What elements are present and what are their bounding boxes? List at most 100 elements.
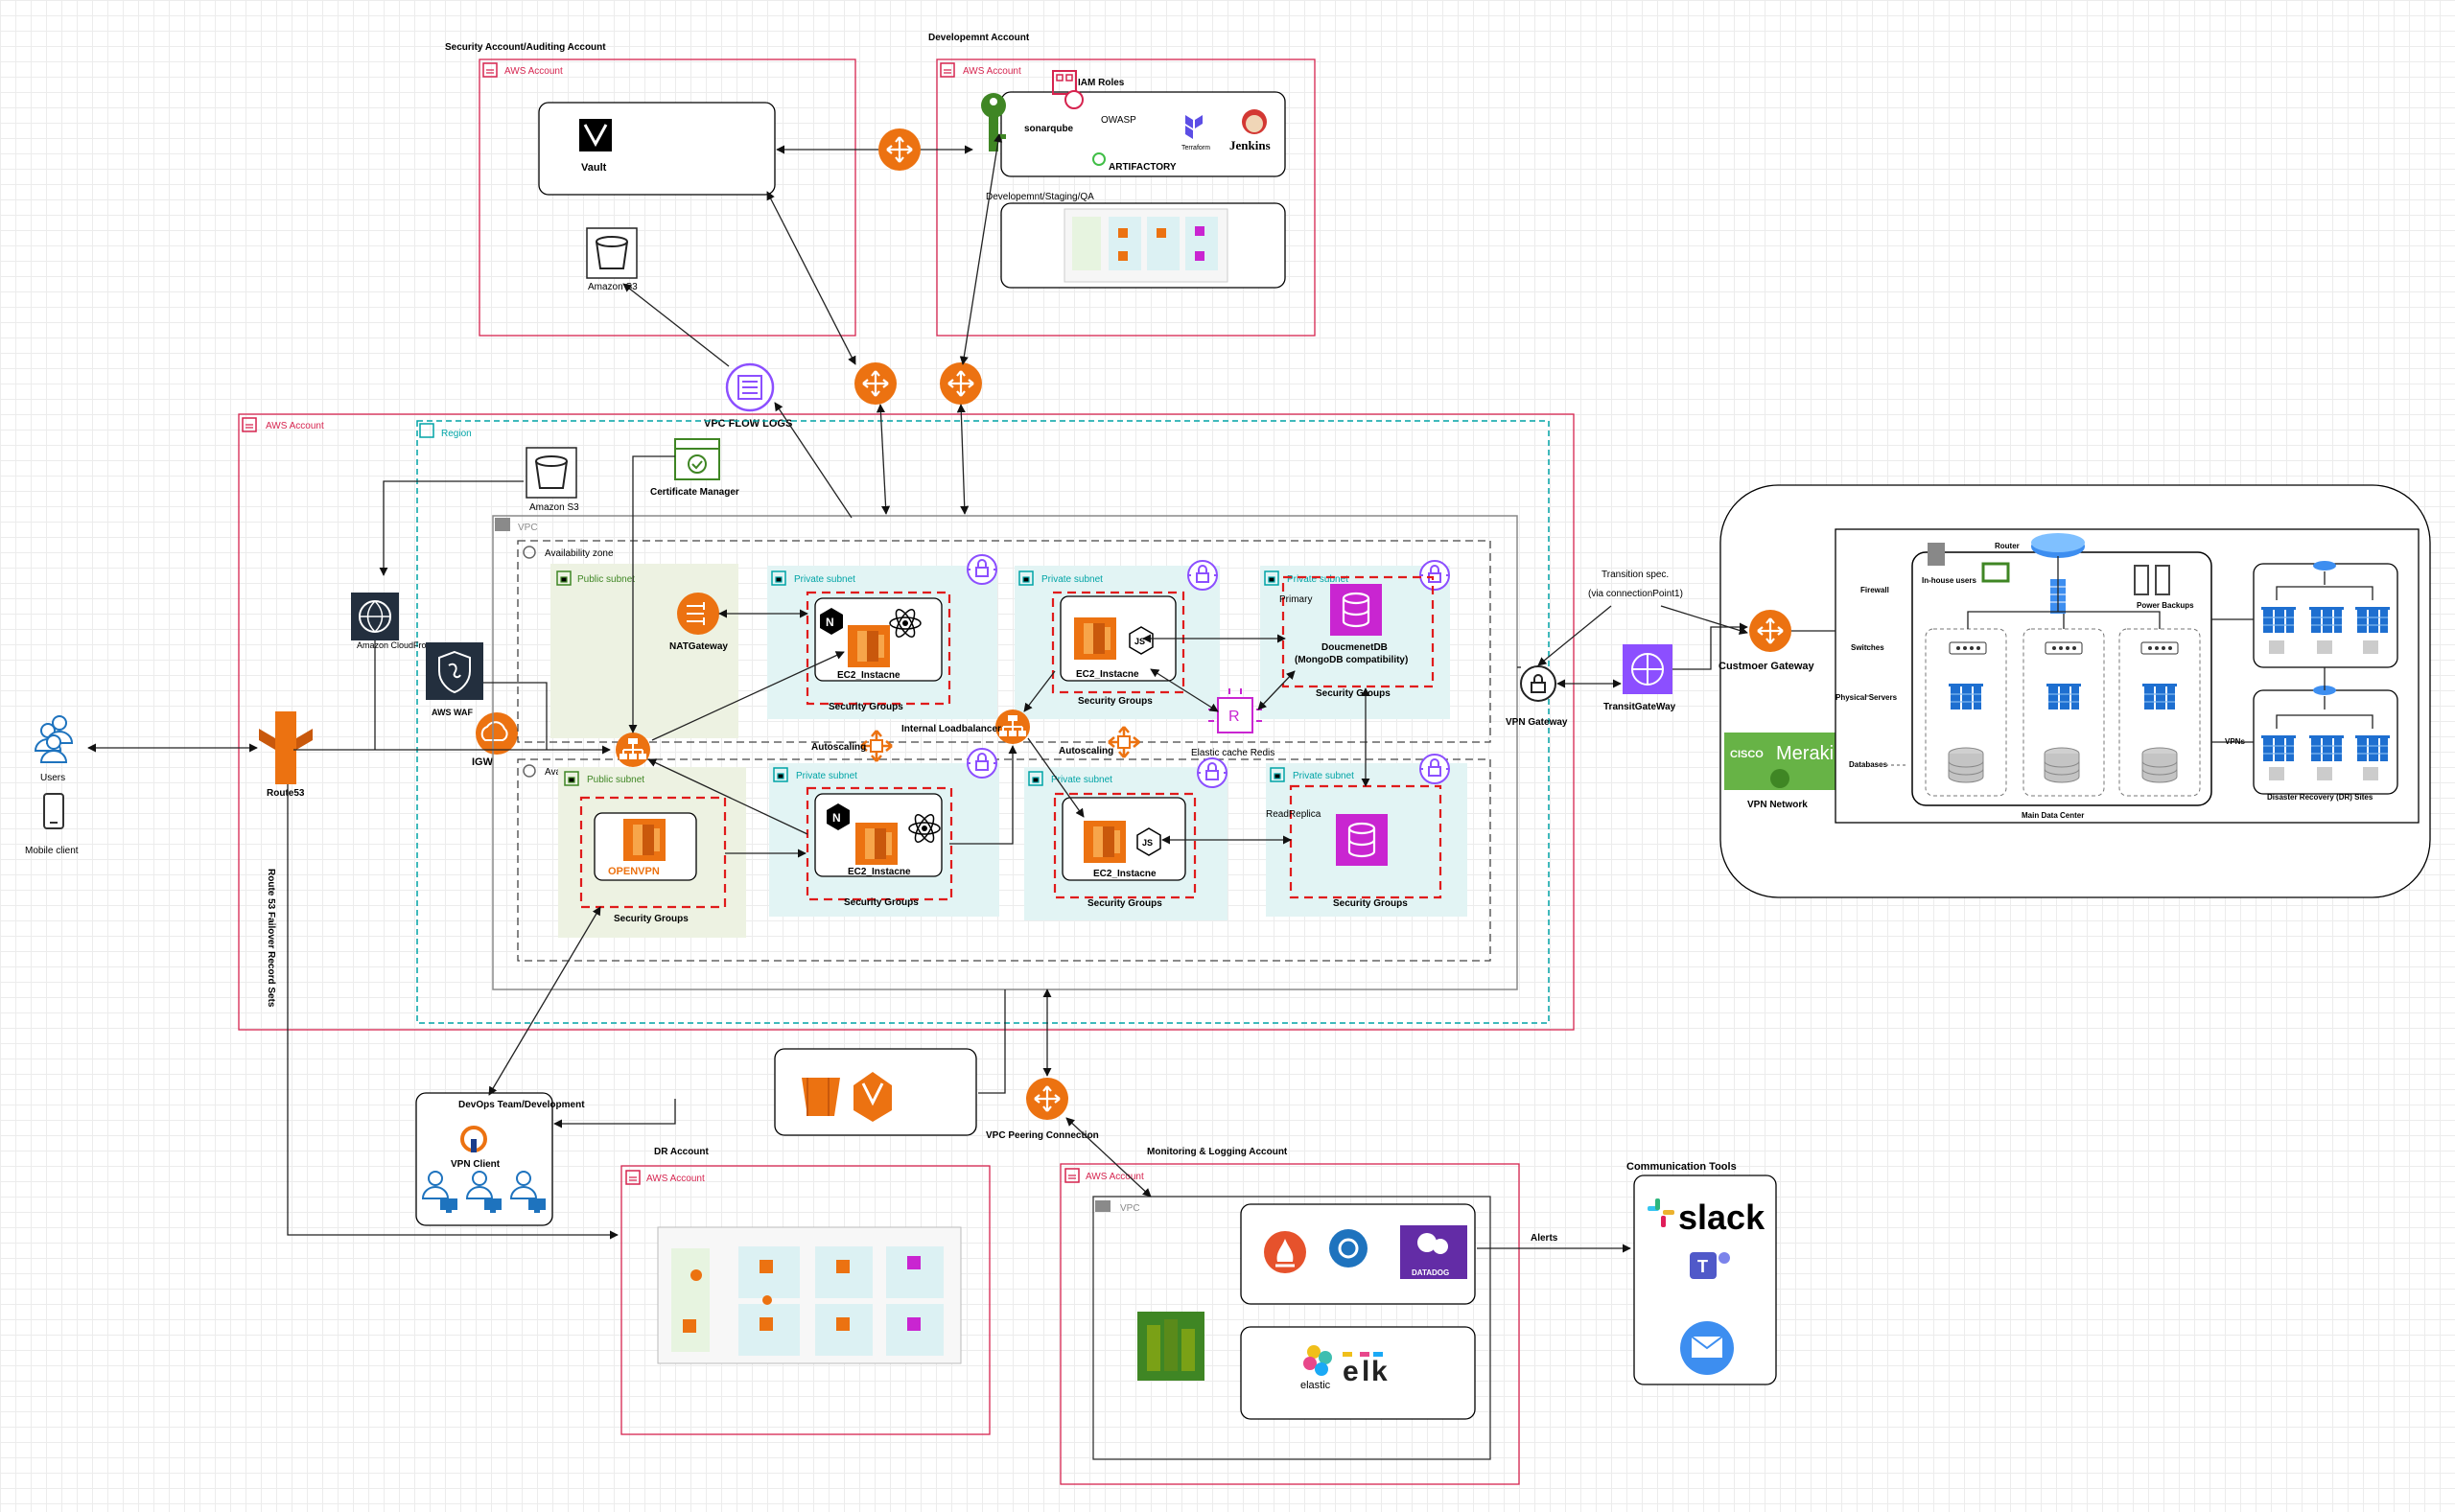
security-aws-account-box: [479, 58, 856, 337]
transit-gateway-label: TransitGateWay: [1603, 702, 1676, 712]
dev-router-icon: [938, 361, 984, 407]
slack-label: slack: [1678, 1198, 1765, 1237]
vpc-peering-icon: [1024, 1076, 1070, 1122]
security-s3-label: Amazon S3: [588, 282, 638, 292]
databases-label: Databases: [1849, 760, 1888, 769]
backup-icon: [802, 1072, 892, 1122]
iam-roles-icon: [1052, 70, 1084, 109]
iam-roles-label: IAM Roles: [1078, 78, 1125, 88]
server-icon: [1948, 683, 1984, 710]
alerts-label: Alerts: [1531, 1233, 1558, 1244]
region-flag-icon: [419, 423, 434, 438]
nat-gateway-label: NATGateway: [669, 641, 728, 652]
igw-icon: [476, 712, 518, 755]
security-group-dashed-3: [1281, 575, 1435, 688]
route53-label: Route53: [267, 788, 305, 799]
availability-zone-2: [517, 758, 1491, 962]
waf-icon: [426, 642, 483, 700]
autoscaling-label: Autoscaling: [811, 742, 866, 753]
cloudfront-label: Amazon CloudFront: [357, 640, 434, 650]
documentdb-icon: [1328, 582, 1384, 638]
vpc-peering-label: VPC Peering Connection: [986, 1130, 1099, 1141]
security-group-dashed-6: [1053, 792, 1197, 899]
nodejs-icon: JS: [1129, 626, 1154, 655]
private-subnet-label: Private subnet: [794, 574, 855, 585]
security-group-dashed-1: [806, 591, 951, 706]
region-box: [416, 420, 1550, 1024]
vpc-label: VPC: [1120, 1203, 1140, 1214]
vpn-gateway-label: VPN Gateway: [1506, 717, 1568, 728]
az-label: Availability zone: [545, 548, 614, 559]
az-icon: [523, 546, 536, 559]
ec2-icon: [1074, 617, 1116, 660]
svg-text:JS: JS: [1142, 838, 1153, 848]
private-subnet-label: Private subnet: [796, 771, 857, 781]
server-icon: [2046, 683, 2082, 710]
dr-account-title: DR Account: [654, 1147, 710, 1157]
vpn-lock-icon: [1419, 560, 1450, 591]
dr-site-links: [2211, 571, 2373, 743]
artifactory-icon: [1092, 152, 1106, 166]
mobile-client-icon: [43, 793, 64, 829]
waf-label: AWS WAF: [432, 708, 473, 717]
aws-account-label: AWS Account: [266, 421, 324, 431]
server-icon: [2141, 683, 2178, 710]
nodejs-icon: JS: [1136, 827, 1161, 856]
database-icon: [1948, 747, 1984, 783]
aws-account-icon: [242, 417, 257, 432]
vault-icon: [579, 119, 612, 151]
aws-account-icon: [625, 1170, 641, 1185]
logging-box: [1240, 1326, 1476, 1420]
ec2-icon: [1084, 821, 1126, 863]
mobile-client-label: Mobile client: [25, 846, 79, 856]
switch-icon: [1949, 641, 1987, 655]
vpn-client-icon: [460, 1126, 487, 1152]
vpn-gateway-icon: [1520, 665, 1556, 702]
terraform-label: Terraform: [1181, 145, 1210, 151]
grafana-icon: [1329, 1229, 1368, 1268]
ec2-label: EC2_Instacne: [1076, 669, 1139, 680]
private-subnet-label: Private subnet: [1287, 574, 1348, 585]
az-label-short: Avai: [545, 767, 563, 778]
email-icon: [1680, 1321, 1734, 1375]
cert-manager-label: Certificate Manager: [650, 487, 739, 498]
comms-box: [1633, 1175, 1777, 1385]
elastic-icon: [1303, 1345, 1332, 1376]
svg-text:k: k: [1371, 1356, 1388, 1387]
key-icon: [981, 93, 1006, 151]
dr-aws-account-box: [620, 1165, 991, 1435]
slack-icon: [1648, 1198, 1674, 1227]
dev-aws-account-box: [936, 58, 1316, 337]
az-icon: [523, 764, 536, 778]
comms-title: Communication Tools: [1626, 1161, 1737, 1173]
read-replica-label: ReadReplica: [1266, 809, 1321, 820]
jenkins-label: Jenkins: [1229, 138, 1271, 152]
svg-text:JS: JS: [1134, 637, 1145, 646]
transition-spec-label: Transition spec.: [1602, 570, 1669, 580]
dev-account-title: Developemnt Account: [928, 33, 1030, 43]
vault-box: [538, 102, 776, 196]
security-groups-label: Security Groups: [829, 702, 903, 712]
power-backups-label: Power Backups: [2137, 601, 2194, 610]
vpc-icon: [1095, 1200, 1111, 1212]
dr-site-devices: [2260, 561, 2391, 780]
react-icon: [908, 814, 941, 843]
switch-icon: [2045, 641, 2083, 655]
transit-router-icon: [877, 127, 923, 173]
react-icon: [889, 609, 922, 638]
vpn-lock-icon: [967, 554, 997, 585]
cloudwatch-icon: [1137, 1312, 1204, 1381]
meraki-icon: [1724, 733, 1835, 790]
security-group-dashed-4: [579, 796, 727, 909]
svg-text:R: R: [1228, 709, 1240, 725]
customer-gateway-icon: [1747, 608, 1793, 654]
security-s3-icon: [586, 227, 638, 279]
vpc-flow-logs-label: VPC FLOW LOGS: [704, 418, 792, 430]
primary-label: Primary: [1279, 594, 1312, 605]
vpns-label: VPNs: [2225, 737, 2245, 746]
autoscaling-label: Autoscaling: [1059, 746, 1113, 756]
private-subnet-label: Private subnet: [1293, 771, 1354, 781]
teams-icon: T: [1690, 1252, 1730, 1279]
